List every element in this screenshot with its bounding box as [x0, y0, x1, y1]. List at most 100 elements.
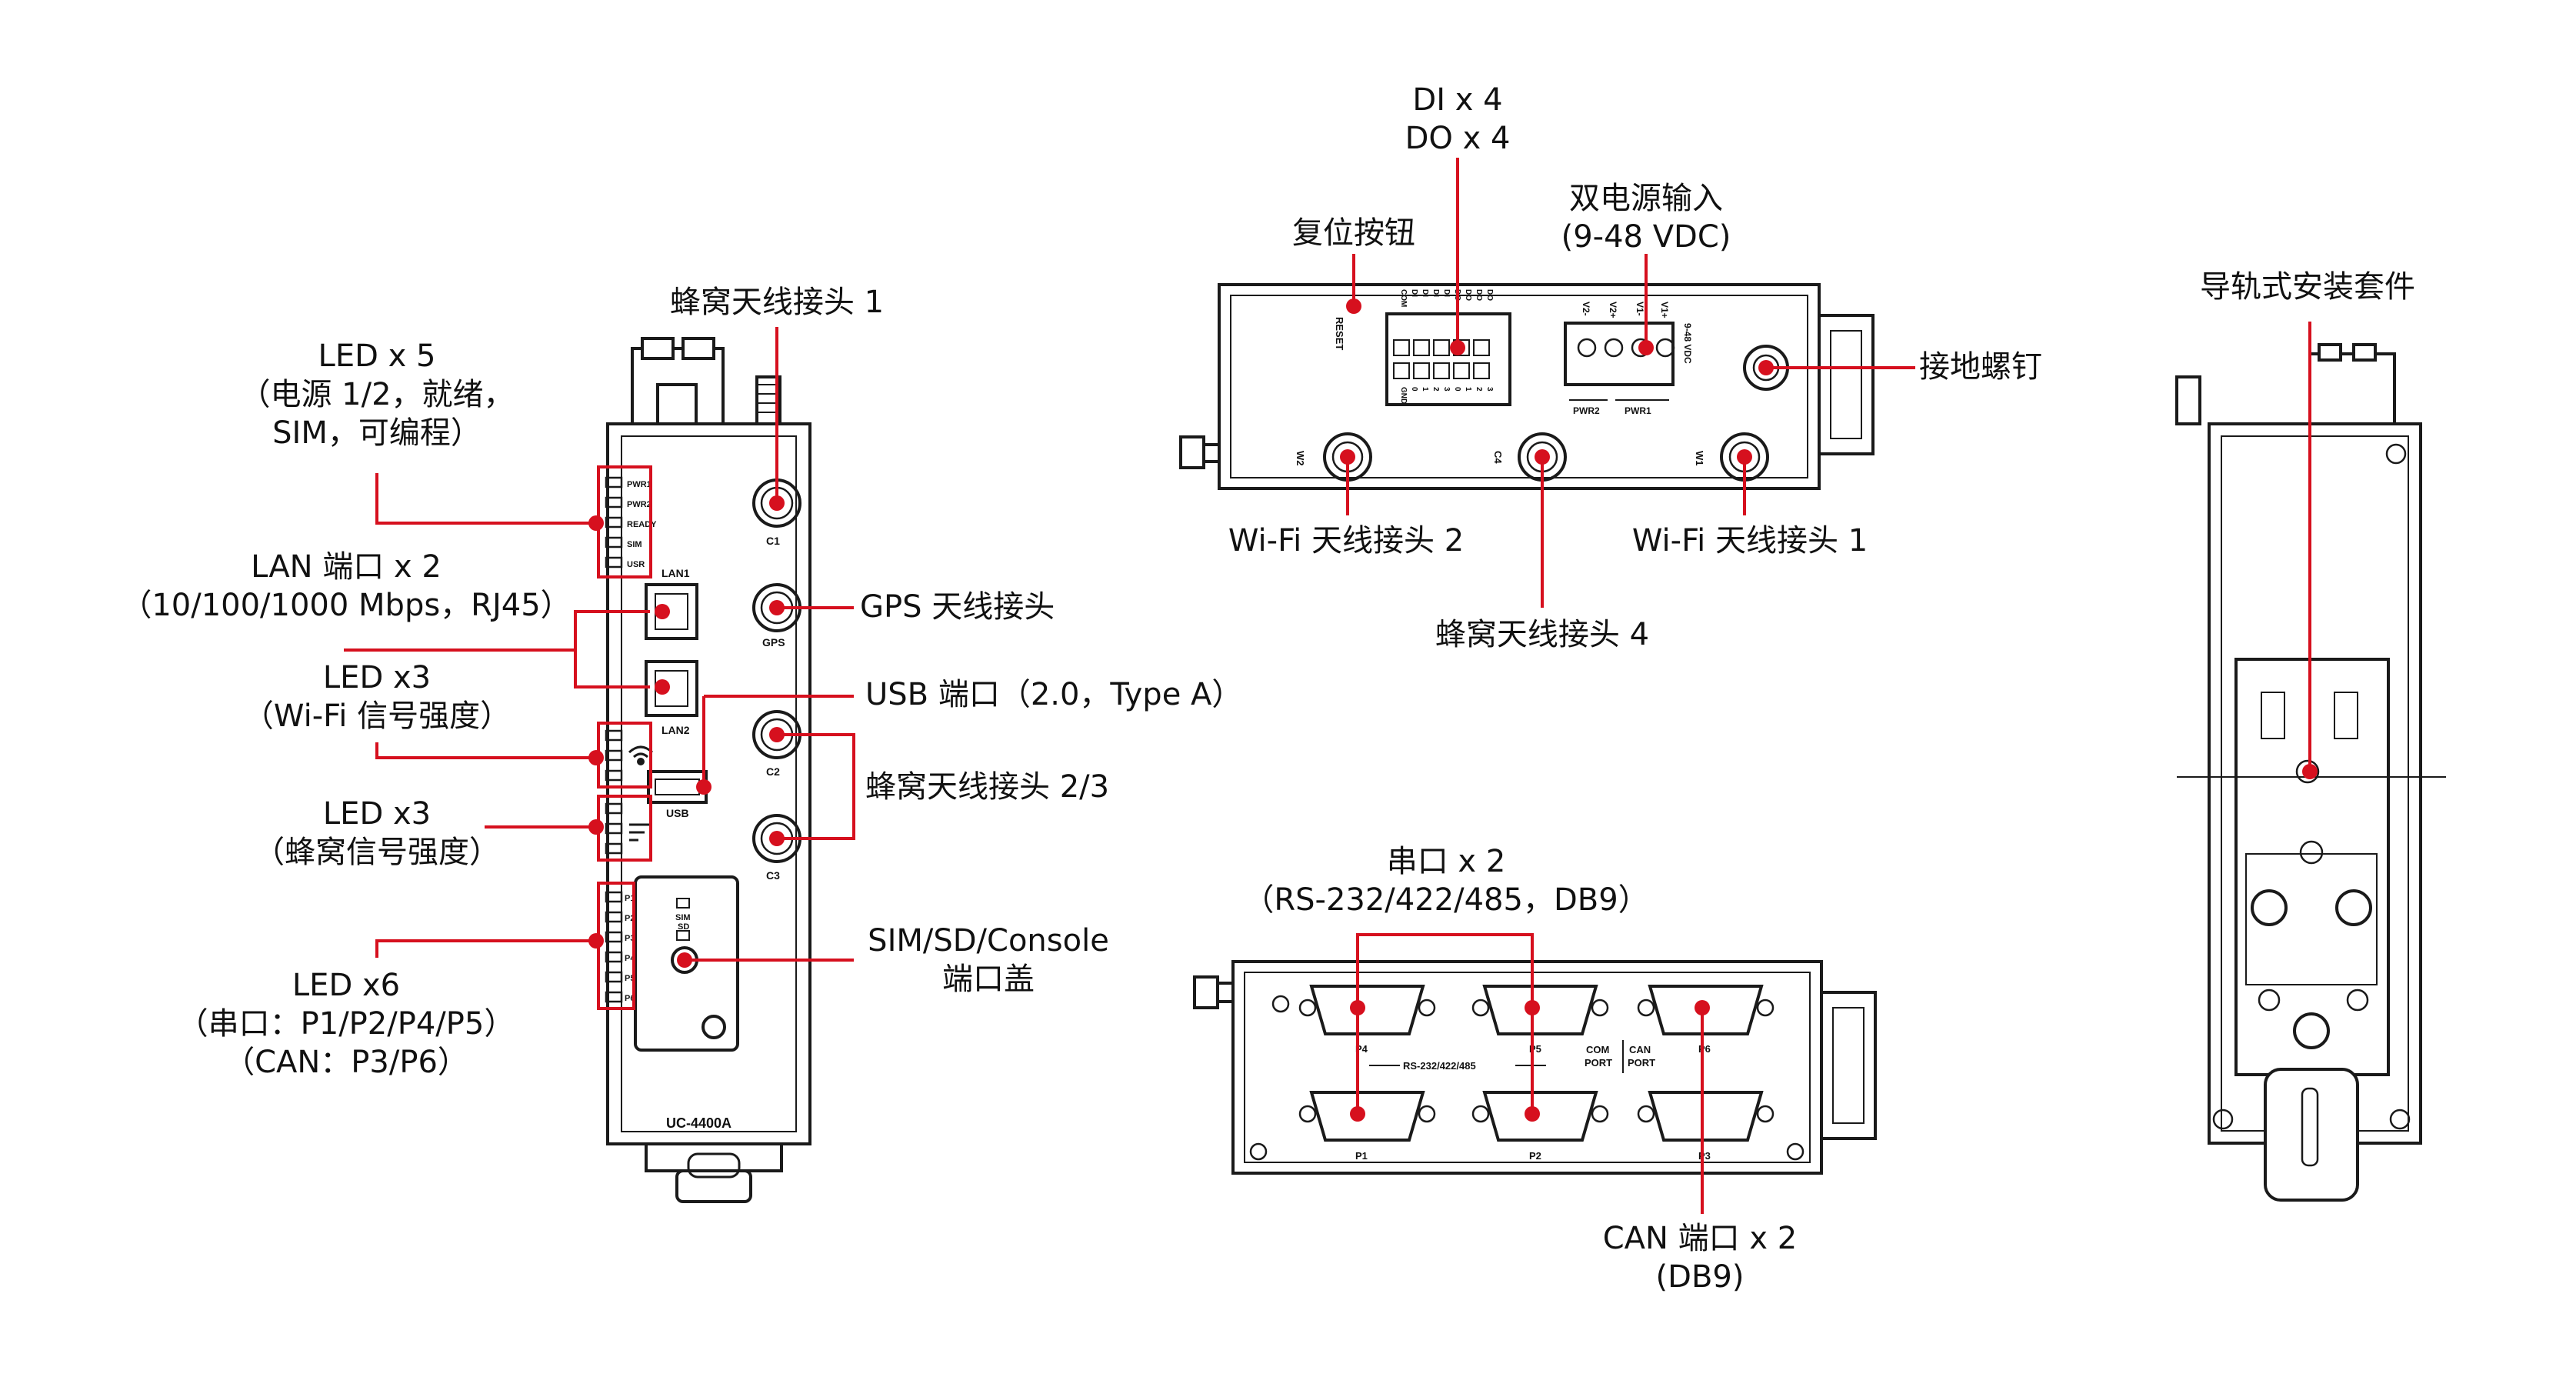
callout-dots [588, 298, 2318, 1122]
label-led-wifi: LED x3 （Wi-Fi 信号强度） [192, 658, 562, 735]
dio-bottom-3a: 3 [1442, 387, 1451, 392]
p1-mark: P1 [1355, 1150, 1368, 1162]
label-led-x5: LED x 5 （电源 1/2，就绪， SIM，可编程） [208, 337, 546, 452]
label-cellular-antenna-1-text: 蜂窝天线接头 1 [669, 285, 885, 320]
dio-top-di2: DI [1431, 289, 1440, 297]
label-reset-button-text: 复位按钮 [1292, 215, 1415, 251]
label-gps-antenna: GPS 天线接头 [860, 588, 1091, 626]
label-din-rail-kit-text: 导轨式安装套件 [2200, 269, 2415, 305]
top-view [1179, 283, 1875, 490]
label-cellular-antenna-23: 蜂窝天线接头 2/3 [865, 768, 1158, 806]
sim-mark: SIM [675, 913, 691, 922]
led-label-usr: USR [627, 560, 645, 569]
label-usb-port: USB 端口（2.0，Type A） [865, 675, 1265, 714]
label-wifi-antenna-1-text: Wi-Fi 天线接头 1 [1631, 523, 1868, 558]
label-lan-ports-line2: （10/100/1000 Mbps，RJ45） [121, 588, 572, 623]
label-led-x6-line3: （CAN：P3/P6） [224, 1045, 468, 1080]
label-can-ports: CAN 端口 x 2 (DB9) [1585, 1219, 1815, 1296]
label-cellular-antenna-4-text: 蜂窝天线接头 4 [1435, 617, 1650, 652]
dio-bottom-2b: 2 [1475, 387, 1483, 392]
c1-mark: C1 [766, 535, 780, 547]
dio-top-do2: DO [1475, 289, 1483, 301]
dio-bottom-1a: 1 [1421, 387, 1429, 392]
label-sim-sd-console-line2: 端口盖 [942, 962, 1035, 997]
label-led-wifi-line1: LED x3 [322, 660, 432, 695]
label-led-x6-line2: （串口：P1/P2/P4/P5） [177, 1006, 515, 1042]
label-lan-ports: LAN 端口 x 2 （10/100/1000 Mbps，RJ45） [108, 548, 585, 625]
com-port-mark-2: PORT [1585, 1057, 1612, 1069]
label-wifi-antenna-1: Wi-Fi 天线接头 1 [1604, 522, 1896, 560]
label-serial-ports-line2: （RS-232/422/485，DB9） [1243, 882, 1649, 918]
label-wifi-antenna-2: Wi-Fi 天线接头 2 [1200, 522, 1492, 560]
can-port-mark-1: CAN [1629, 1044, 1651, 1055]
can-port-mark-2: PORT [1628, 1057, 1655, 1069]
dio-top-do3: DO [1485, 289, 1494, 301]
label-led-x6-line1: LED x6 [292, 968, 401, 1003]
dio-bottom-3b: 3 [1485, 387, 1494, 392]
c4-mark: C4 [1492, 451, 1504, 464]
label-reset-button: 复位按钮 [1261, 214, 1446, 252]
dio-top-do1: DO [1464, 289, 1472, 301]
label-led-cellular-line2: （蜂窝信号强度） [254, 835, 500, 870]
terminal-v2-minus: V2- [1581, 302, 1591, 316]
label-gps-antenna-text: GPS 天线接头 [860, 589, 1055, 625]
c2-mark: C2 [766, 765, 780, 778]
label-di-do-line2: DO x 4 [1405, 121, 1511, 156]
w1-mark: W1 [1694, 451, 1705, 466]
label-serial-ports: 串口 x 2 （RS-232/422/485，DB9） [1238, 842, 1654, 919]
dio-bottom-0a: 0 [1410, 387, 1418, 392]
com-port-mark-1: COM [1586, 1044, 1609, 1055]
label-cellular-antenna-23-text: 蜂窝天线接头 2/3 [865, 769, 1110, 805]
label-can-ports-line2: (DB9) [1655, 1259, 1745, 1295]
led-label-ready: READY [627, 520, 657, 529]
led-label-pwr1: PWR1 [627, 480, 651, 489]
label-ground-screw: 接地螺钉 [1919, 348, 2088, 386]
label-dual-power: 双电源输入 (9-48 VDC) [1546, 179, 1746, 256]
label-lan-ports-line1: LAN 端口 x 2 [251, 549, 442, 585]
dio-bottom-gnd: GND [1399, 387, 1408, 404]
sd-mark: SD [678, 922, 689, 932]
vdc-rating-mark: 9-48 VDC [1682, 323, 1693, 364]
terminal-v1-minus: V1- [1635, 302, 1645, 316]
label-dual-power-line2: (9-48 VDC) [1561, 219, 1731, 255]
side-view [2175, 343, 2446, 1202]
bottom-view-marks: P4 P5 P6 P1 P2 P3 RS-232/422/485 COM POR… [1355, 1043, 1711, 1162]
label-serial-ports-line1: 串口 x 2 [1386, 844, 1506, 879]
p3-mark: P3 [1698, 1150, 1711, 1162]
label-led-cellular-line1: LED x3 [322, 796, 432, 832]
c3-mark: C3 [766, 869, 780, 882]
label-wifi-antenna-2-text: Wi-Fi 天线接头 2 [1228, 523, 1465, 558]
dio-top-com: COM [1399, 289, 1408, 307]
label-cellular-antenna-4: 蜂窝天线接头 4 [1415, 615, 1669, 654]
terminal-v2-plus: V2+ [1608, 302, 1618, 318]
dio-bottom-2a: 2 [1431, 387, 1440, 392]
label-led-x5-line1: LED x 5 [318, 338, 436, 374]
label-led-x5-line2: （电源 1/2，就绪， [239, 377, 515, 412]
p2-mark: P2 [1529, 1150, 1541, 1162]
led-label-sim: SIM [627, 540, 642, 549]
lan2-mark: LAN2 [661, 724, 690, 736]
label-di-do-line1: DI x 4 [1412, 82, 1503, 118]
rs-232-422-485-mark: RS-232/422/485 [1403, 1060, 1476, 1072]
led-label-pwr2: PWR2 [627, 500, 651, 509]
w2-mark: W2 [1295, 451, 1306, 466]
pwr1-mark: PWR1 [1625, 405, 1651, 416]
terminal-v1-plus: V1+ [1659, 302, 1670, 318]
label-led-x6: LED x6 （串口：P1/P2/P4/P5） （CAN：P3/P6） [154, 966, 538, 1082]
label-led-wifi-line2: （Wi-Fi 信号强度） [242, 699, 512, 734]
p6-mark: P6 [1698, 1043, 1711, 1055]
label-sim-sd-console: SIM/SD/Console 端口盖 [850, 922, 1127, 999]
reset-mark: RESET [1334, 317, 1345, 350]
lan1-mark: LAN1 [661, 567, 690, 579]
dio-top-di3: DI [1442, 289, 1451, 297]
label-usb-port-text: USB 端口（2.0，Type A） [865, 677, 1243, 712]
label-dual-power-line1: 双电源输入 [1569, 181, 1723, 216]
dio-top-di1: DI [1421, 289, 1429, 297]
label-led-x5-line3: SIM，可编程） [272, 415, 482, 451]
usb-mark: USB [666, 807, 689, 819]
dio-bottom-0b: 0 [1453, 387, 1461, 392]
dio-top-di0: DI [1410, 289, 1418, 297]
label-di-do: DI x 4 DO x 4 [1369, 81, 1546, 158]
label-din-rail-kit: 导轨式安装套件 [2177, 268, 2438, 306]
